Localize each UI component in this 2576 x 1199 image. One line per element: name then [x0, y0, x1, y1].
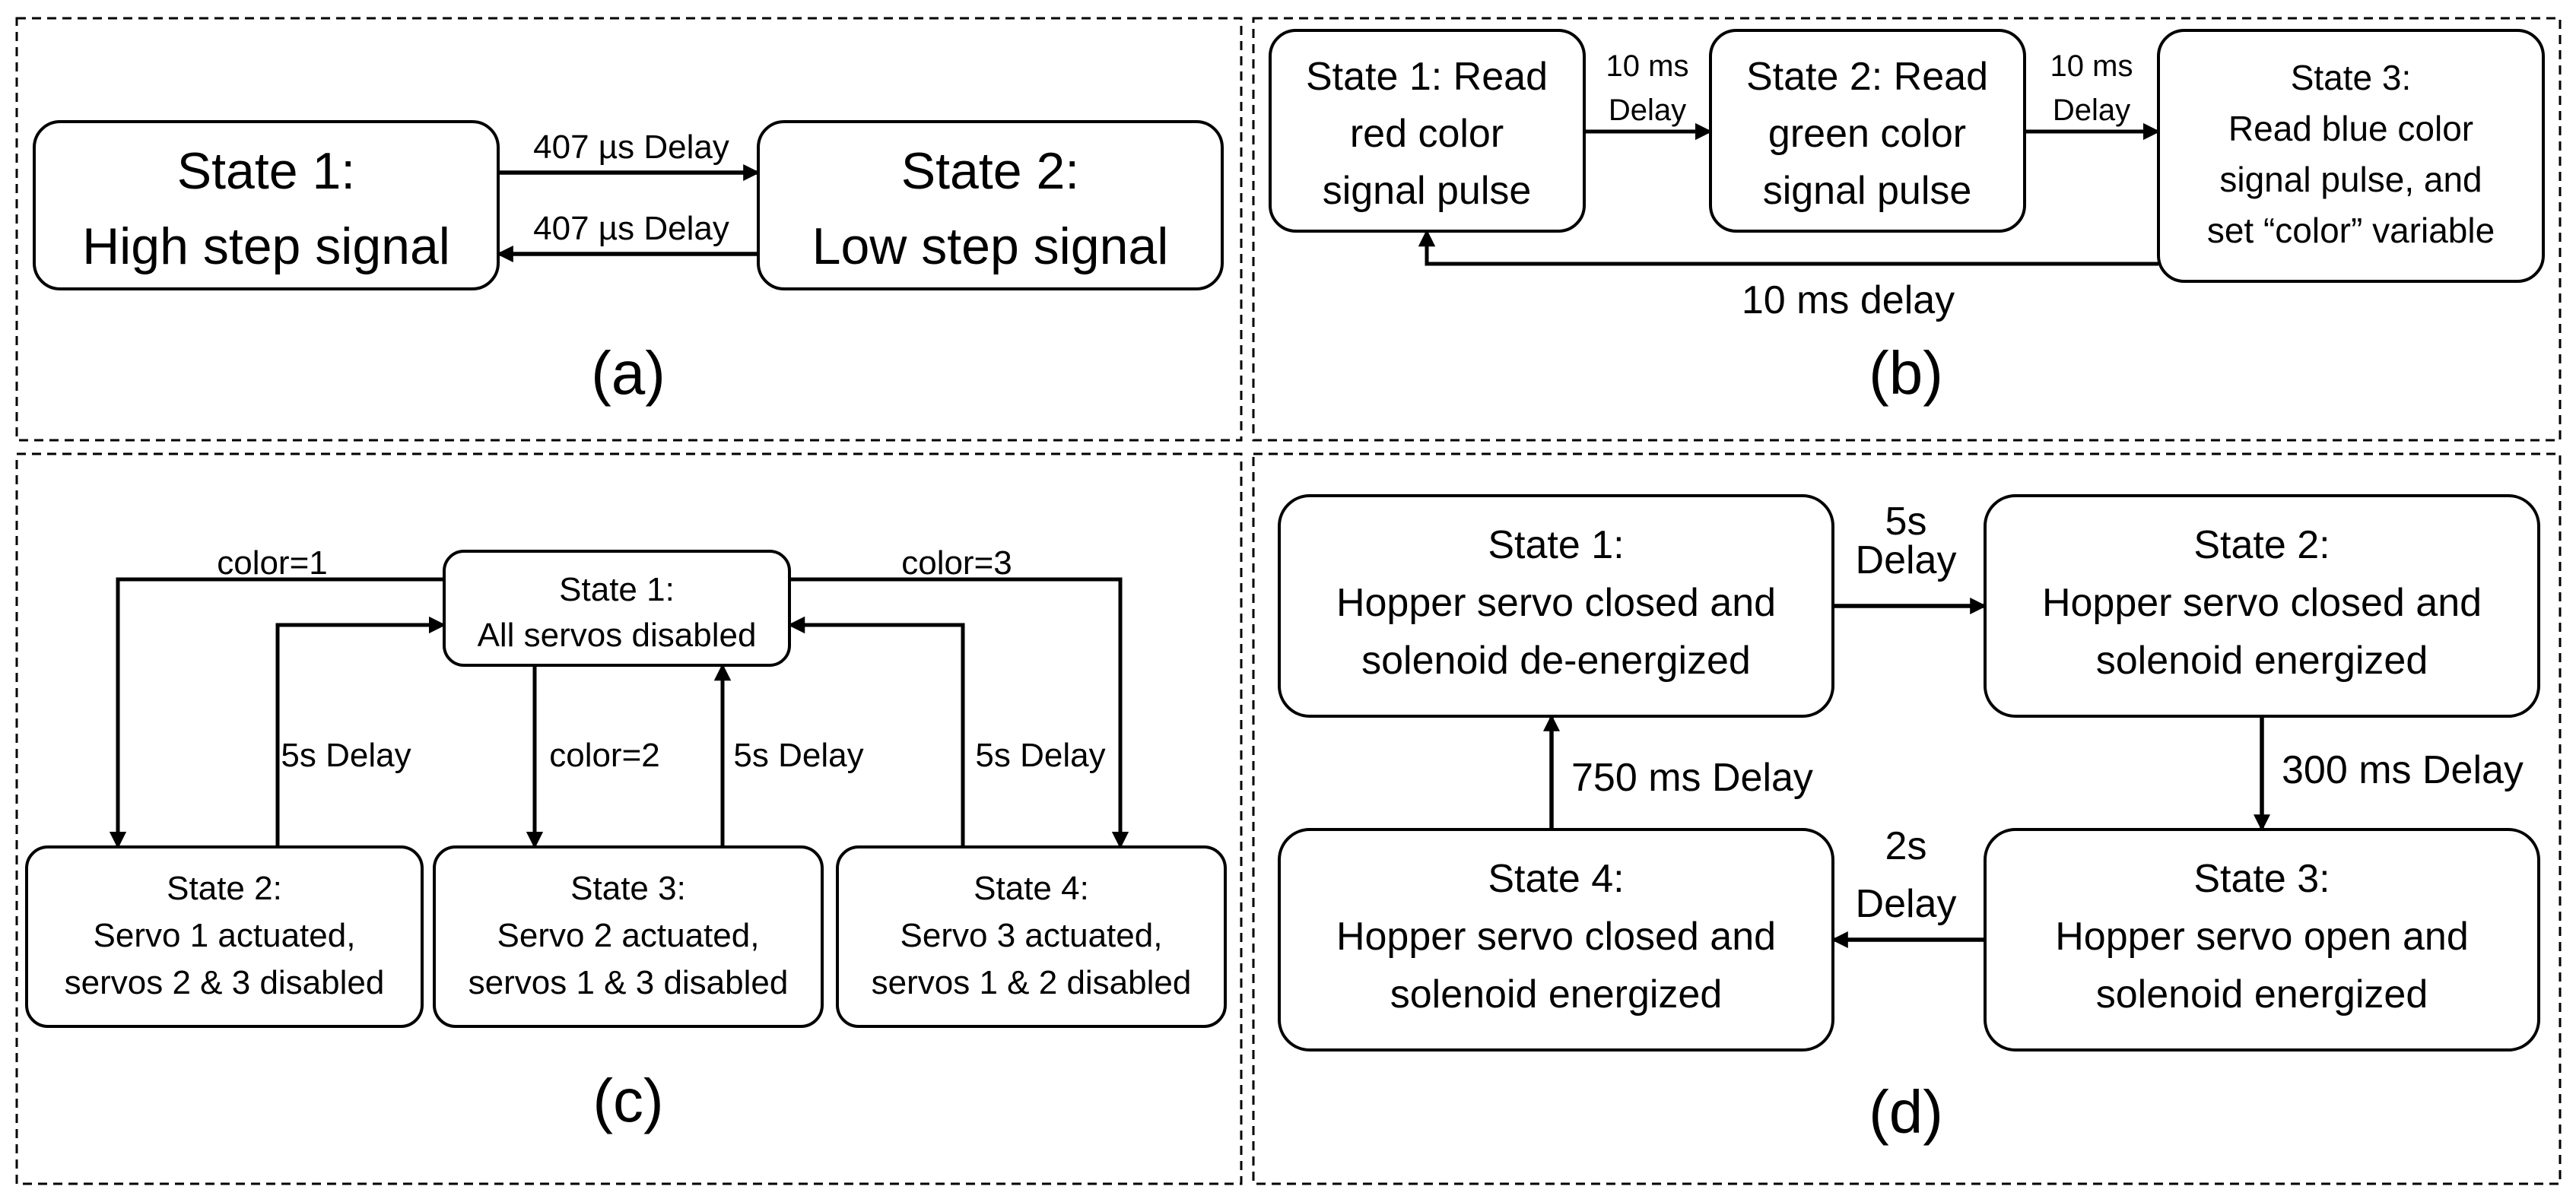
panel-c-state1-line1: State 1: [559, 571, 675, 608]
panel-c-arrow-to-state4 [789, 577, 1129, 849]
panel-b-state3-box [2157, 29, 2545, 283]
panel-d-state1-line2: Hopper servo closed and [1336, 581, 1776, 625]
panel-a-state1-line2: High step signal [82, 217, 450, 275]
panel-d-t34-line1: 2s [1885, 824, 1927, 868]
panel-d-state1-line3: solenoid de-energized [1361, 639, 1751, 683]
panel-d-t12-line2: Delay [1856, 538, 1957, 582]
panel-a-back-label: 407 µs Delay [533, 210, 729, 247]
panel-d-state4-line3: solenoid energized [1390, 972, 1723, 1017]
panel-c-back3-label: 5s Delay [733, 737, 863, 774]
panel-c-state4-line1: State 4: [974, 870, 1089, 907]
panel-c-to-state4-label: color=3 [901, 544, 1012, 582]
panel-c-state4-line2: Servo 3 actuated, [900, 917, 1163, 954]
panel-c-state1-line2: All servos disabled [478, 617, 757, 654]
panel-d-t12-line1: 5s [1885, 500, 1927, 544]
panel-d-state2-line1: State 2: [2193, 523, 2330, 567]
panel-c-state3-line1: State 3: [570, 870, 686, 907]
panel-b-state2-line1: State 2: Read [1746, 55, 1988, 99]
panel-c-border [15, 452, 1243, 1185]
panel-b-t12-line2: Delay [1609, 94, 1686, 127]
panel-a-state1-box [33, 120, 500, 290]
panel-c-state2-line1: State 2: [167, 870, 282, 907]
panel-b-state1-line2: red color [1350, 112, 1504, 156]
panel-a-state2-line1: State 2: [901, 142, 1079, 200]
panel-b-state3-line1: State 3: [2291, 58, 2412, 97]
panel-a-state1-line1: State 1: [177, 142, 355, 200]
panel-a-state2-line2: Low step signal [812, 217, 1169, 275]
panel-c: State 1: All servos disabled State 2: Se… [15, 452, 1243, 1185]
panel-c-back2-label: 5s Delay [281, 737, 411, 774]
panel-c-state3-line3: servos 1 & 3 disabled [469, 964, 789, 1001]
panel-b-state2-line2: green color [1768, 112, 1966, 156]
panel-d-state4-line2: Hopper servo closed and [1336, 915, 1776, 959]
panel-b-t23-line2: Delay [2053, 94, 2130, 127]
panel-b-t23-line1: 10 ms [2050, 49, 2133, 83]
panel-d-state1-line1: State 1: [1488, 523, 1624, 567]
panel-d-caption: (d) [1869, 1078, 1943, 1146]
panel-d-t34-line2: Delay [1856, 882, 1957, 926]
panel-c-state1-box [443, 550, 791, 667]
panel-c-state2-line3: servos 2 & 3 disabled [65, 964, 385, 1001]
panel-c-arrow-to-state2 [109, 577, 444, 849]
panel-a-forward-label: 407 µs Delay [533, 128, 729, 166]
panel-a-border [15, 17, 1243, 442]
panel-d-state3-line3: solenoid energized [2096, 972, 2428, 1017]
panel-b-state3-line4: set “color” variable [2207, 211, 2495, 250]
panel-b: State 1: Read red color signal pulse Sta… [1252, 17, 2562, 442]
panel-b-state1-line3: signal pulse [1323, 169, 1532, 213]
panel-b-arrow-3-1 [1418, 229, 2158, 266]
panel-c-caption: (c) [592, 1067, 663, 1134]
panel-d-t23-label: 300 ms Delay [2282, 748, 2524, 792]
panel-a: State 1: High step signal State 2: Low s… [15, 17, 1243, 442]
panel-b-caption: (b) [1869, 339, 1943, 407]
panel-d-state2-line2: Hopper servo closed and [2042, 581, 2482, 625]
panel-d-state3-line2: Hopper servo open and [2055, 915, 2469, 959]
panel-b-state2-line3: signal pulse [1763, 169, 1972, 213]
panel-c-state3-line2: Servo 2 actuated, [497, 917, 760, 954]
panel-a-caption: (a) [591, 339, 665, 407]
panel-b-t31-label: 10 ms delay [1742, 278, 1955, 322]
panel-c-to-state2-label: color=1 [217, 544, 328, 582]
panel-b-state3-line3: signal pulse, and [2219, 160, 2482, 199]
panel-d: State 1: Hopper servo closed and solenoi… [1252, 452, 2562, 1185]
panel-a-state2-box [757, 120, 1224, 290]
panel-b-state3-line2: Read blue color [2228, 109, 2473, 148]
panel-d-state3-line1: State 3: [2193, 857, 2330, 901]
panel-c-state4-line3: servos 1 & 2 disabled [872, 964, 1192, 1001]
panel-c-state3-box [433, 845, 824, 1028]
panel-c-back4-label: 5s Delay [975, 737, 1105, 774]
panel-c-state4-box [836, 845, 1227, 1028]
panel-c-arrow-back2 [275, 616, 446, 847]
panel-d-state4-line1: State 4: [1488, 857, 1624, 901]
panel-c-arrow-back4 [787, 616, 965, 847]
panel-d-t41-label: 750 ms Delay [1571, 756, 1813, 800]
panel-c-to-state3-label: color=2 [549, 737, 660, 774]
panel-b-border [1252, 17, 2562, 442]
panel-d-state2-line3: solenoid energized [2096, 639, 2428, 683]
panel-b-state1-line1: State 1: Read [1306, 55, 1548, 99]
panel-c-state2-line2: Servo 1 actuated, [94, 917, 356, 954]
panel-c-state2-box [25, 845, 424, 1028]
panel-b-t12-line1: 10 ms [1606, 49, 1689, 83]
